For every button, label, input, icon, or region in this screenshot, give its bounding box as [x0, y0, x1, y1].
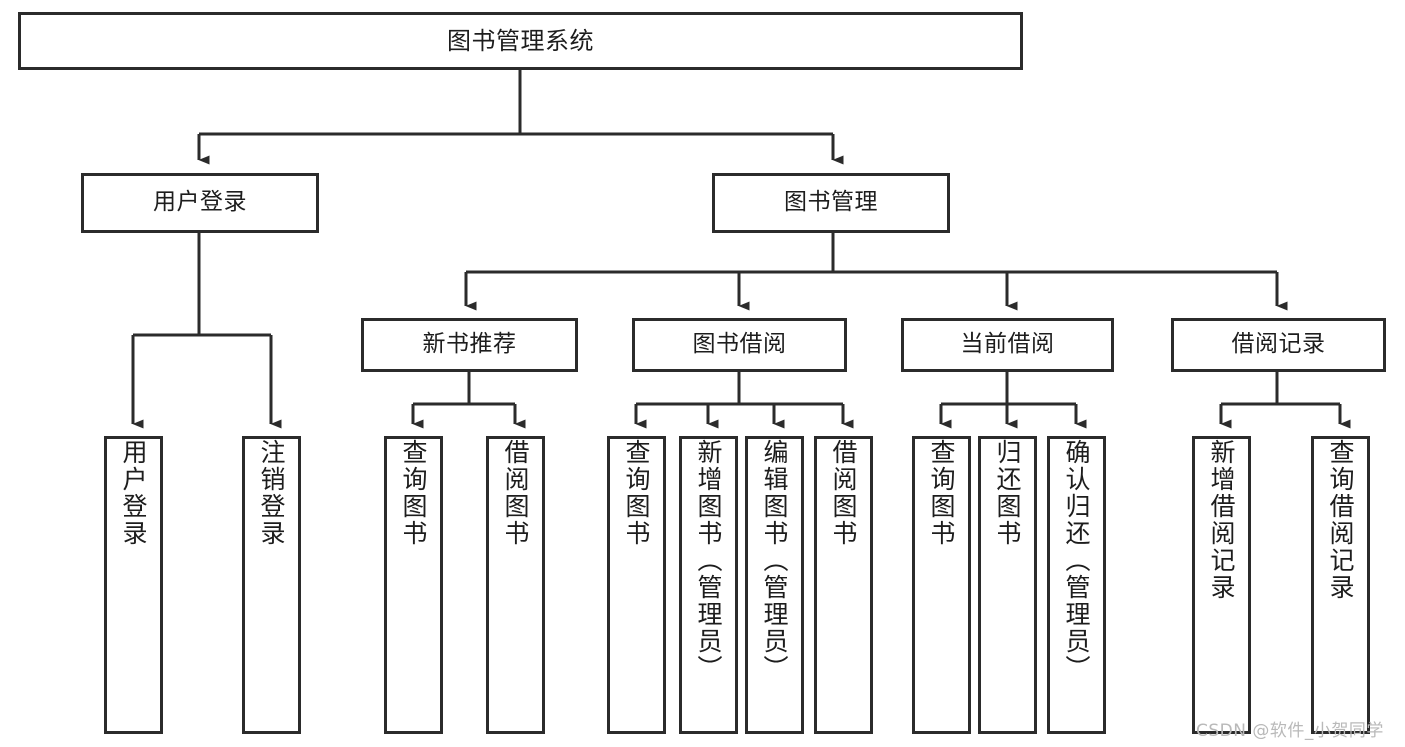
node-label: 借阅图书 [829, 439, 858, 547]
leaf-borrow-book-recommendation[interactable]: 借阅图书 [486, 436, 545, 734]
node-book-management[interactable]: 图书管理 [712, 173, 950, 233]
node-label: 查询图书 [927, 439, 956, 547]
node-label: 图书借阅 [692, 331, 787, 358]
node-label: 确认归还（管理员） [1062, 439, 1091, 682]
leaf-query-book-recommendation[interactable]: 查询图书 [384, 436, 443, 734]
node-borrow-record[interactable]: 借阅记录 [1171, 318, 1386, 372]
node-label: 借阅图书 [501, 439, 530, 547]
node-new-book-recommendation[interactable]: 新书推荐 [361, 318, 578, 372]
node-label: 查询借阅记录 [1326, 439, 1355, 601]
node-label: 查询图书 [622, 439, 651, 547]
node-label: 用户登录 [153, 189, 247, 216]
node-root-book-management-system[interactable]: 图书管理系统 [18, 12, 1023, 70]
node-current-borrow[interactable]: 当前借阅 [901, 318, 1114, 372]
node-label: 新增图书（管理员） [694, 439, 723, 682]
leaf-confirm-return-admin[interactable]: 确认归还（管理员） [1047, 436, 1106, 734]
leaf-query-book-borrow[interactable]: 查询图书 [607, 436, 666, 734]
leaf-add-book-admin[interactable]: 新增图书（管理员） [679, 436, 738, 734]
node-label: 查询图书 [399, 439, 428, 547]
node-label: 编辑图书（管理员） [760, 439, 789, 682]
leaf-query-borrow-record[interactable]: 查询借阅记录 [1311, 436, 1370, 734]
watermark-text: CSDN @软件_小贺同学 [1196, 721, 1384, 741]
node-user-login[interactable]: 用户登录 [81, 173, 319, 233]
node-book-borrow[interactable]: 图书借阅 [632, 318, 847, 372]
node-label: 图书管理系统 [447, 26, 594, 55]
leaf-user-logout[interactable]: 注销登录 [242, 436, 301, 734]
leaf-query-book-current[interactable]: 查询图书 [912, 436, 971, 734]
node-label: 用户登录 [119, 439, 148, 547]
node-label: 归还图书 [993, 439, 1022, 547]
node-label: 图书管理 [784, 189, 878, 216]
node-label: 当前借阅 [960, 331, 1055, 358]
leaf-user-login[interactable]: 用户登录 [104, 436, 163, 734]
node-label: 借阅记录 [1231, 331, 1326, 358]
leaf-edit-book-admin[interactable]: 编辑图书（管理员） [745, 436, 804, 734]
node-label: 新书推荐 [422, 331, 517, 358]
leaf-add-borrow-record[interactable]: 新增借阅记录 [1192, 436, 1251, 734]
node-label: 注销登录 [257, 439, 286, 547]
leaf-return-book[interactable]: 归还图书 [978, 436, 1037, 734]
node-label: 新增借阅记录 [1207, 439, 1236, 601]
leaf-borrow-book[interactable]: 借阅图书 [814, 436, 873, 734]
